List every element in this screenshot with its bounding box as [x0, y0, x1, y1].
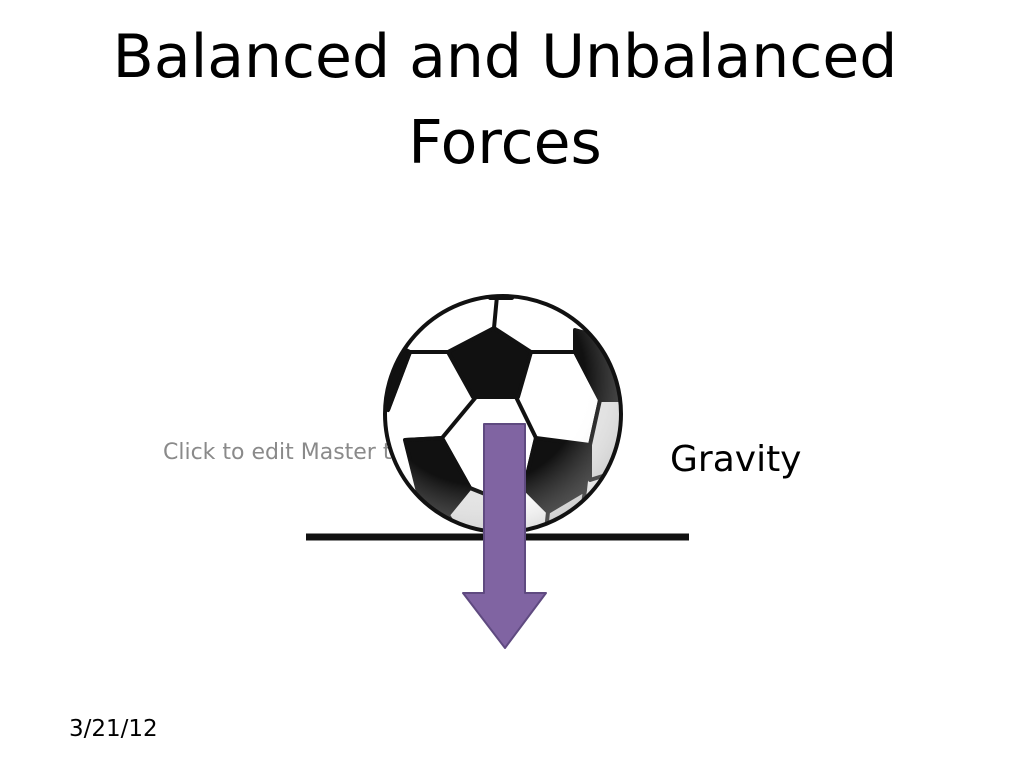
- down-arrow-icon[interactable]: [462, 423, 547, 649]
- body-text-placeholder[interactable]: Click to edit Master text styles: [163, 440, 395, 465]
- gravity-label[interactable]: Gravity: [670, 439, 802, 480]
- slide-date[interactable]: 3/21/12: [69, 716, 158, 742]
- slide-title[interactable]: Balanced and Unbalanced Forces: [112, 22, 898, 178]
